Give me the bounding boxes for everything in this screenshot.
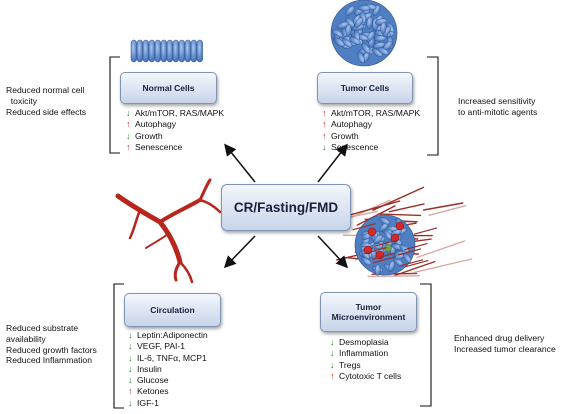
list-item: ↑Autophagy <box>126 119 177 130</box>
tumor-cell-icon <box>357 51 365 64</box>
list-item: ↓Glucose <box>128 375 169 386</box>
up-arrow-icon: ↑ <box>322 119 327 130</box>
tumor-cell-icon <box>366 16 373 30</box>
normal-cell-icon <box>130 39 137 63</box>
down-arrow-icon: ↓ <box>128 341 133 352</box>
tumor-cell-icon <box>345 5 355 16</box>
tumor-cell-icon <box>345 24 352 37</box>
list-item: ↓Growth <box>126 130 163 141</box>
normal-left-brace <box>109 56 120 154</box>
circulation-title: Circulation <box>150 305 195 315</box>
micro-title-line2: Microenvironment <box>331 312 406 322</box>
down-arrow-icon: ↓ <box>128 330 133 340</box>
list-item: ↑Autophagy <box>322 119 373 130</box>
up-arrow-icon: ↑ <box>126 119 131 130</box>
normal-notes: Reduced normal cell toxicity Reduced sid… <box>6 85 87 117</box>
circulation-list: ↓Leptin:Adiponectin ↓VEGF, PAI-1 ↓IL-6, … <box>128 330 208 409</box>
list-item: ↑Growth <box>322 130 359 141</box>
normal-cells-title: Normal Cells <box>142 83 195 93</box>
tumor-cells-list: ↑Akt/mTOR, RAS/MAPK ↑Autophagy ↑Growth ↓… <box>322 108 420 153</box>
tumor-microenvironment-illustration <box>336 186 473 278</box>
circulation-notes: Reduced substrate availability Reduced g… <box>6 323 97 366</box>
normal-cell-icon <box>184 39 191 63</box>
up-arrow-icon: ↑ <box>322 130 327 141</box>
normal-cells-list: ↓Akt/mTOR, RAS/MAPK ↑Autophagy ↓Growth ↑… <box>126 108 224 153</box>
list-item: ↓Akt/mTOR, RAS/MAPK <box>126 108 225 118</box>
normal-cell-icon <box>196 39 203 63</box>
circulation-box: Circulation <box>124 293 221 327</box>
down-arrow-icon: ↓ <box>330 348 335 359</box>
normal-cell-icon <box>166 39 173 63</box>
tumor-cell-icon <box>341 38 353 48</box>
list-item: ↓Inflammation <box>330 348 389 359</box>
list-item: ↓Insulin <box>128 363 162 374</box>
micro-right-brace <box>420 283 432 407</box>
tumor-cells-box: Tumor Cells <box>317 72 413 104</box>
tumor-cell-cluster-illustration <box>330 0 398 67</box>
list-item: ↑Senescence <box>126 141 183 152</box>
down-arrow-icon: ↓ <box>128 352 133 363</box>
down-arrow-icon: ↓ <box>126 130 131 141</box>
up-arrow-icon: ↑ <box>128 386 133 397</box>
normal-cell-icon <box>190 39 197 63</box>
tumor-notes: Increased sensitivity to anti-mitotic ag… <box>458 96 538 117</box>
normal-cell-icon <box>136 39 143 63</box>
list-item: ↓IL-6, TNFα, MCP1 <box>128 352 207 363</box>
normal-cell-icon <box>154 39 161 63</box>
list-item: ↓Senescence <box>322 141 379 152</box>
center-label: CR/Fasting/FMD <box>233 200 339 215</box>
up-arrow-icon: ↑ <box>126 141 131 152</box>
normal-cell-icon <box>160 39 167 63</box>
tumor-cell-icon <box>336 21 349 29</box>
diagram-arrows <box>223 143 349 269</box>
list-item: ↓VEGF, PAI-1 <box>128 341 186 352</box>
tumor-right-brace <box>427 56 439 156</box>
normal-cell-row-illustration <box>130 39 203 63</box>
list-item: ↓IGF-1 <box>128 397 159 408</box>
tumor-cell-icon <box>373 35 387 42</box>
normal-cell-icon <box>142 39 149 63</box>
tumor-cell-icon <box>357 5 371 12</box>
up-arrow-icon: ↑ <box>330 370 335 381</box>
normal-cell-icon <box>172 39 179 63</box>
blood-vessel-illustration <box>115 178 222 284</box>
tumor-cell-icon <box>380 21 387 35</box>
micro-title-line1: Tumor <box>355 302 382 312</box>
tumor-cells-title: Tumor Cells <box>340 83 390 93</box>
circulation-left-brace <box>113 283 124 409</box>
down-arrow-icon: ↓ <box>128 363 133 374</box>
micro-box: Tumor Microenvironment <box>320 292 417 332</box>
down-arrow-icon: ↓ <box>128 397 133 408</box>
list-item: ↓Desmoplasia <box>330 337 389 347</box>
list-item: ↓Leptin:Adiponectin <box>128 330 208 340</box>
center-box: CR/Fasting/FMD <box>221 184 351 231</box>
down-arrow-icon: ↓ <box>322 141 327 152</box>
list-item: ↓Tregs <box>330 359 361 370</box>
micro-list: ↓Desmoplasia ↓Inflammation ↓Tregs ↑Cytot… <box>330 337 401 382</box>
list-item: ↑Cytotoxic T cells <box>330 370 402 381</box>
tumor-cell-icon <box>366 31 375 43</box>
up-arrow-icon: ↑ <box>322 108 327 118</box>
down-arrow-icon: ↓ <box>126 108 131 118</box>
normal-cell-icon <box>178 39 185 63</box>
tumor-cell-icon <box>377 47 389 56</box>
micro-notes: Enhanced drug delivery Increased tumor c… <box>454 333 556 354</box>
tumor-cell-icon <box>334 37 345 47</box>
tumor-cell-icon <box>349 36 361 45</box>
normal-cells-box: Normal Cells <box>120 72 217 104</box>
tumor-cell-icon <box>354 17 364 29</box>
list-item: ↑Ketones <box>128 386 169 397</box>
down-arrow-icon: ↓ <box>330 359 335 370</box>
normal-cell-icon <box>148 39 155 63</box>
down-arrow-icon: ↓ <box>330 337 335 347</box>
list-item: ↑Akt/mTOR, RAS/MAPK <box>322 108 421 118</box>
down-arrow-icon: ↓ <box>128 375 133 386</box>
